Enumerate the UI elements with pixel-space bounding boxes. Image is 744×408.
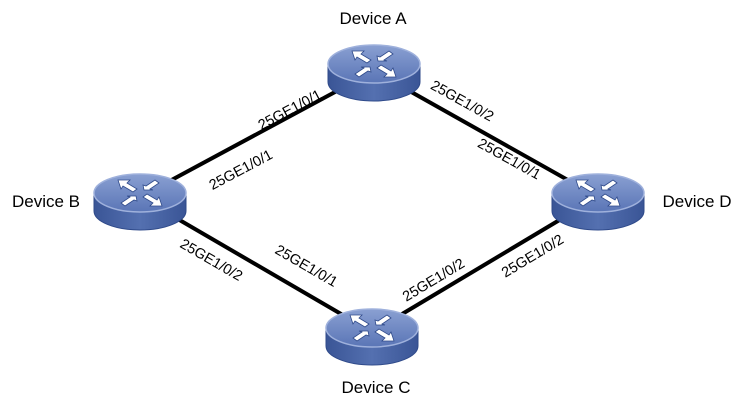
device-b[interactable]: [93, 173, 187, 231]
switch-icon: [325, 308, 419, 366]
port-label-b-c-c: 25GE1/0/1: [272, 242, 340, 291]
switch-icon: [551, 173, 645, 231]
device-a[interactable]: [327, 44, 421, 102]
device-c-label: Device C: [342, 378, 411, 397]
device-c[interactable]: [325, 308, 419, 366]
port-label-a-b-a: 25GE1/0/1: [256, 87, 325, 134]
port-label-b-c-b: 25GE1/0/2: [177, 236, 245, 285]
device-a-label: Device A: [339, 9, 407, 28]
switch-icon: [327, 44, 421, 102]
port-label-a-d-a: 25GE1/0/2: [428, 78, 496, 126]
device-d[interactable]: [551, 173, 645, 231]
device-d-label: Device D: [663, 192, 732, 211]
port-label-c-d-d: 25GE1/0/2: [499, 232, 567, 281]
switch-icon: [93, 173, 187, 231]
device-b-label: Device B: [12, 192, 80, 211]
